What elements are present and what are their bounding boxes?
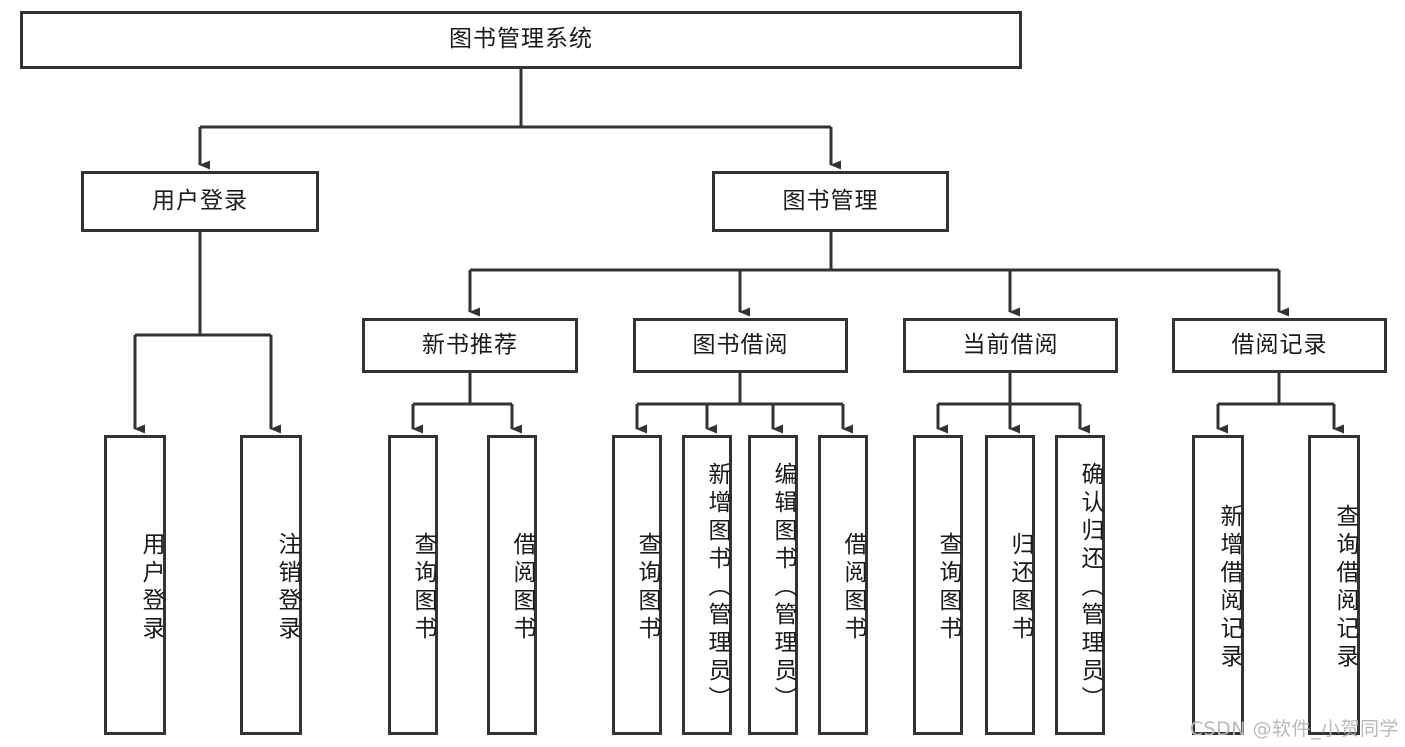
node-label: 编辑图书（管理员）: [770, 462, 796, 714]
node-label: 查询图书: [634, 532, 660, 644]
leaf-confirm-return-admin[interactable]: 确认归还（管理员）: [1055, 435, 1105, 735]
node-label: 注销登录: [274, 532, 300, 644]
leaf-add-borrow-record[interactable]: 新增借阅记录: [1192, 435, 1244, 735]
node-label: 借阅记录: [1231, 331, 1328, 358]
node-label: 查询图书: [410, 532, 436, 644]
leaf-return-book[interactable]: 归还图书: [985, 435, 1035, 735]
node-label: 借阅图书: [509, 532, 535, 644]
node-label: 确认归还（管理员）: [1077, 462, 1103, 714]
leaf-borrow-book[interactable]: 借阅图书: [818, 435, 868, 735]
node-label: 查询借阅记录: [1332, 504, 1358, 672]
leaf-query-book-borrow[interactable]: 查询图书: [612, 435, 662, 735]
node-book-borrow[interactable]: 图书借阅: [633, 318, 848, 373]
leaf-edit-book-admin[interactable]: 编辑图书（管理员）: [748, 435, 798, 735]
node-new-book-recommend[interactable]: 新书推荐: [362, 318, 578, 373]
node-label: 新增图书（管理员）: [704, 462, 730, 714]
leaf-logout[interactable]: 注销登录: [240, 435, 302, 735]
node-label: 用户登录: [138, 532, 164, 644]
node-user-login[interactable]: 用户登录: [81, 171, 319, 232]
leaf-user-login[interactable]: 用户登录: [104, 435, 166, 735]
leaf-query-borrow-record[interactable]: 查询借阅记录: [1308, 435, 1360, 735]
leaf-query-book-recommend[interactable]: 查询图书: [388, 435, 438, 735]
node-label: 图书借阅: [692, 331, 789, 358]
node-label: 当前借阅: [962, 331, 1059, 358]
node-borrow-record[interactable]: 借阅记录: [1172, 318, 1387, 373]
watermark-text: CSDN @软件_小贺同学: [1189, 718, 1399, 740]
node-label: 归还图书: [1007, 532, 1033, 644]
node-label: 借阅图书: [840, 532, 866, 644]
node-current-borrow[interactable]: 当前借阅: [903, 318, 1118, 373]
leaf-add-book-admin[interactable]: 新增图书（管理员）: [682, 435, 732, 735]
node-label: 图书管理: [782, 187, 879, 214]
node-label: 新书推荐: [422, 331, 518, 358]
node-book-management[interactable]: 图书管理: [712, 171, 949, 232]
leaf-borrow-book-recommend[interactable]: 借阅图书: [487, 435, 537, 735]
node-label: 新增借阅记录: [1216, 504, 1242, 672]
node-label: 图书管理系统: [449, 26, 593, 53]
node-label: 用户登录: [152, 187, 248, 214]
node-label: 查询图书: [935, 532, 961, 644]
node-root-system[interactable]: 图书管理系统: [20, 11, 1022, 69]
leaf-query-book-current[interactable]: 查询图书: [913, 435, 963, 735]
